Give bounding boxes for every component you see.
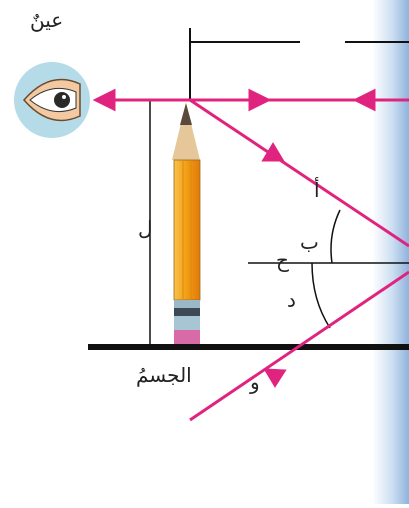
length-label: ل (138, 216, 153, 240)
mirror-surface (372, 0, 409, 504)
eye-label: عينٌ (30, 8, 64, 32)
pencil-icon (172, 103, 201, 344)
arrowhead-from-mirror (352, 88, 376, 112)
object-label: الجسمُ (136, 363, 192, 387)
point-h-label: ح (276, 248, 289, 272)
point-w-label: و (250, 370, 260, 394)
angle-b-label: ب (300, 230, 319, 254)
light-rays (92, 88, 409, 422)
ray-incident (189, 98, 409, 248)
angle-arc-incident (330, 209, 341, 264)
angle-d-label: د (287, 288, 296, 312)
arrowhead-eye (92, 88, 116, 112)
ray-reflected (189, 270, 409, 422)
eye-icon (14, 62, 90, 138)
angle-arc-reflected (311, 262, 331, 329)
arrowhead-reflected (263, 368, 287, 388)
angle-a-label: أ (314, 178, 320, 202)
arrowhead-right (248, 88, 272, 112)
arrowhead-incident (261, 142, 285, 162)
